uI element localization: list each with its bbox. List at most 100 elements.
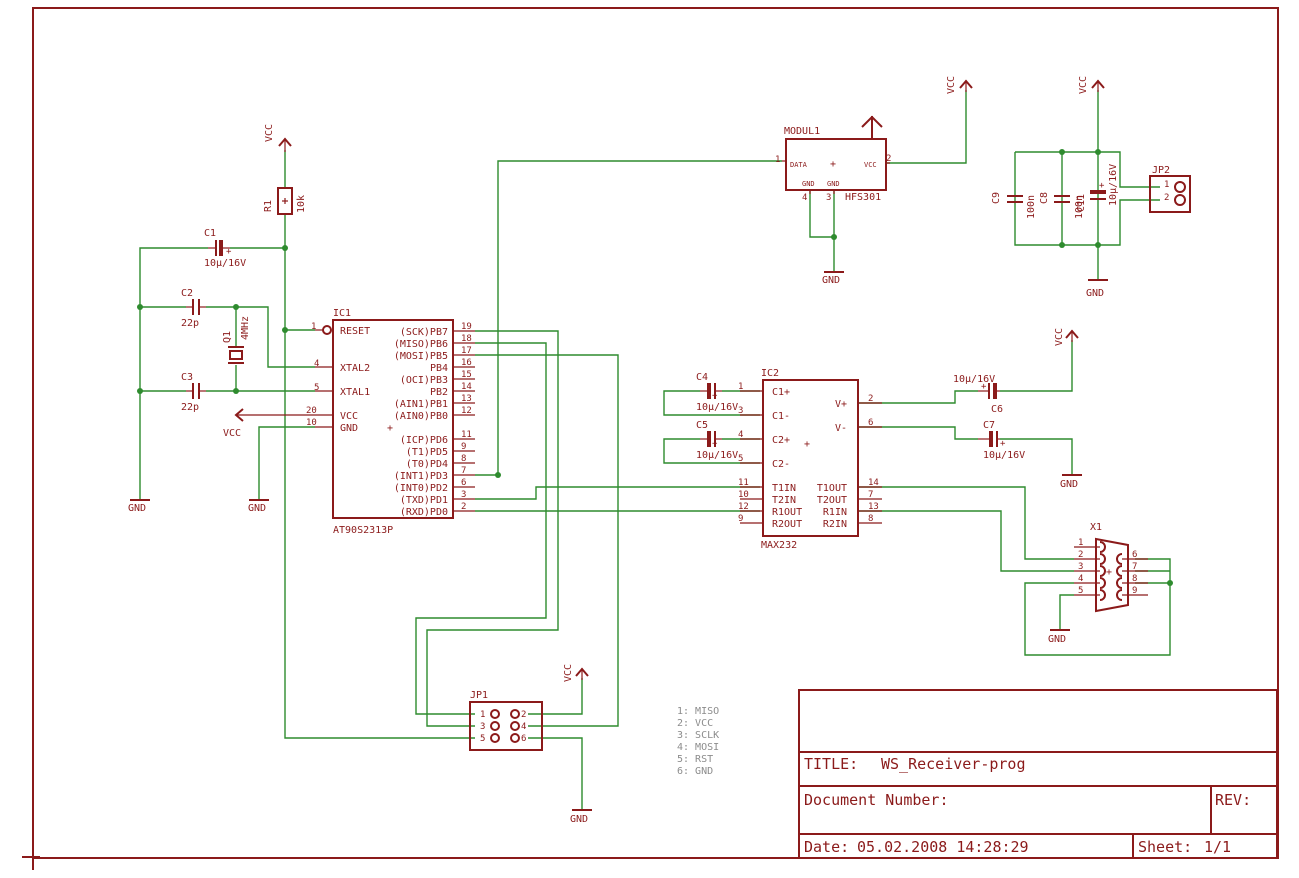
ic2-pin-number: 5	[738, 454, 743, 464]
drawing-frame	[32, 7, 1279, 859]
svg-text:10µ/16V: 10µ/16V	[696, 450, 738, 461]
ic1-pin-number: 15	[461, 370, 472, 380]
vcc-symbol-c6: VCC	[1054, 328, 1079, 346]
title-block: TITLE: WS_Receiver-prog Document Number:…	[798, 689, 1278, 859]
jp1-contact	[510, 733, 520, 743]
svg-text:IC2: IC2	[761, 368, 779, 379]
ic2-pin-label: R1OUT	[772, 507, 802, 518]
jp1-contact	[490, 721, 500, 731]
svg-text:AT90S2313P: AT90S2313P	[333, 525, 393, 536]
gnd-symbol-jp1: GND	[570, 809, 592, 825]
ic1-pin-number: 19	[461, 322, 472, 332]
ic1-pin-label: (SCK)PB7	[400, 327, 448, 338]
ic1-pin-label: (INT0)PD2	[394, 483, 448, 494]
ic2-pin-number: 11	[738, 478, 749, 488]
svg-text:10µ/16V: 10µ/16V	[696, 402, 738, 413]
svg-text:C8: C8	[1039, 192, 1050, 204]
svg-text:VCC: VCC	[563, 664, 574, 682]
ic1-at90s2313: IC1 AT90S2313P + 1 4 5 20 10 RESET XTAL2…	[306, 308, 475, 536]
rev-label: REV:	[1215, 791, 1251, 809]
svg-text:VCC: VCC	[340, 411, 358, 422]
x1-contact	[1116, 565, 1123, 577]
capacitor-c3: C3 22p	[181, 372, 206, 413]
jp1-contact	[510, 721, 520, 731]
date-value: 05.02.2008 14:28:29	[857, 838, 1029, 856]
svg-text:+: +	[1099, 181, 1105, 191]
ic1-pin-number: 6	[461, 478, 466, 488]
ic2-pin-label: V+	[835, 399, 847, 410]
title-label: TITLE:	[804, 755, 858, 773]
vcc-symbol-r1: VCC	[264, 124, 292, 152]
svg-text:GND: GND	[822, 275, 840, 286]
ic1-pin-number: 11	[461, 430, 472, 440]
jp1-contact	[510, 709, 520, 719]
ic2-pin-number: 8	[868, 514, 873, 524]
gnd-symbol-ic1: GND	[248, 499, 269, 514]
ic1-pin-number: 3	[461, 490, 466, 500]
svg-text:C4: C4	[696, 372, 708, 383]
svg-text:+: +	[1106, 567, 1112, 578]
ic1-pin-number: 18	[461, 334, 472, 344]
svg-text:C5: C5	[696, 420, 708, 431]
svg-text:1: 1	[775, 155, 780, 165]
x1-pin-number: 2	[1078, 550, 1083, 560]
ic2-pin-label: V-	[835, 423, 847, 434]
svg-text:+: +	[712, 391, 718, 401]
svg-text:1: 1	[1164, 180, 1169, 190]
x1-contact	[1099, 541, 1106, 553]
svg-text:IC1: IC1	[333, 308, 351, 319]
jp1-legend-line: 3: SCLK	[677, 730, 719, 741]
jp1-pin-number: 6	[521, 734, 526, 744]
modul1-hfs301: MODUL1 HFS301 1 2 3 4 DATA VCC GND GND +	[775, 115, 891, 203]
svg-text:GND: GND	[340, 423, 358, 434]
ic2-pin-number: 4	[738, 430, 743, 440]
svg-text:+: +	[387, 423, 393, 434]
jp1-pin-number: 1	[480, 710, 485, 720]
ic2-pin-label: C1-	[772, 411, 790, 422]
svg-text:C6: C6	[991, 404, 1003, 415]
svg-text:10k: 10k	[296, 195, 307, 213]
ic2-pin-label: R2IN	[823, 519, 847, 530]
ic1-pin-label: PB2	[430, 387, 448, 398]
svg-text:C1: C1	[204, 228, 216, 239]
ic2-pin-label: C1+	[772, 387, 790, 398]
svg-text:R1: R1	[263, 200, 274, 212]
capacitor-c11: + C11 10µ/16V	[1076, 164, 1119, 212]
ic2-pin-number: 6	[868, 418, 873, 428]
jp1-legend-line: 1: MISO	[677, 706, 719, 717]
vcc-symbol-ic1: VCC	[223, 408, 315, 439]
svg-text:+: +	[712, 439, 718, 449]
x1-pin-number: 4	[1078, 574, 1083, 584]
x1-contact	[1116, 553, 1123, 565]
svg-text:GND: GND	[827, 180, 840, 188]
jp1-contact	[490, 733, 500, 743]
svg-text:4MHz: 4MHz	[240, 316, 251, 340]
jp1-legend-line: 2: VCC	[677, 718, 713, 729]
wires	[139, 90, 1171, 810]
gnd-symbol-jp2: GND	[1086, 279, 1108, 299]
ic1-right-pins: 19(SCK)PB718(MISO)PB617(MOSI)PB516PB415(…	[394, 322, 475, 518]
svg-text:+: +	[981, 382, 987, 392]
ic2-pin-number: 2	[868, 394, 873, 404]
ic1-pin-number: 17	[461, 346, 472, 356]
ic2-pin-number: 10	[738, 490, 749, 500]
svg-text:+: +	[1000, 439, 1006, 449]
ic2-pin-label: R1IN	[823, 507, 847, 518]
svg-text:22p: 22p	[181, 318, 199, 329]
jp1-legend-line: 6: GND	[677, 766, 713, 777]
svg-text:MODUL1: MODUL1	[784, 126, 820, 137]
document-number-label: Document Number:	[804, 791, 949, 809]
svg-text:4: 4	[314, 359, 319, 369]
jp1-contact	[490, 709, 500, 719]
svg-text:VCC: VCC	[1054, 328, 1065, 346]
ic1-pin-number: 8	[461, 454, 466, 464]
ic2-pin-number: 12	[738, 502, 749, 512]
connector-jp2: JP2 1 2	[1149, 165, 1191, 213]
svg-text:GND: GND	[570, 814, 588, 825]
svg-text:Q1: Q1	[222, 331, 233, 343]
svg-text:C9: C9	[991, 192, 1002, 204]
capacitor-c8: C8 100n	[1039, 192, 1085, 219]
